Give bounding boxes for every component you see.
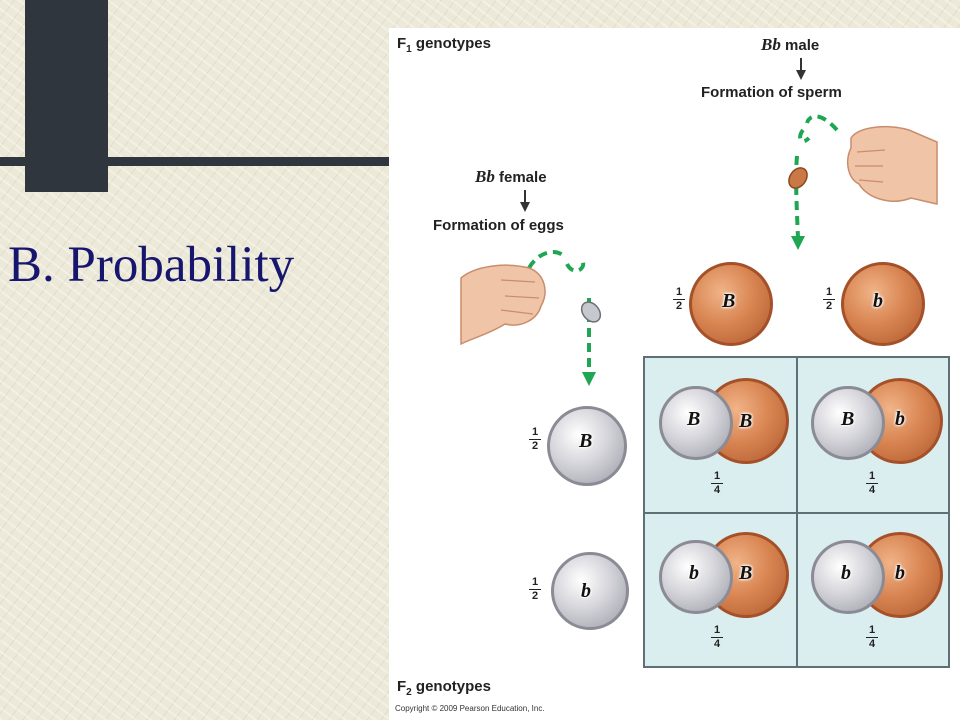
- slide-title: B. Probability: [8, 237, 295, 293]
- punnett-divider-horizontal: [645, 512, 948, 514]
- cell-egg-allele: b: [689, 562, 699, 584]
- female-hand-icon: [460, 264, 546, 346]
- female-genotype-label: Bb female: [475, 167, 547, 186]
- f1-genotypes-label: F1 genotypes: [397, 35, 491, 55]
- egg-allele-B: B: [579, 430, 593, 452]
- sperm-penny-b-icon: [841, 262, 925, 346]
- sperm-arrowhead-icon: [791, 236, 805, 250]
- male-genotype-label: Bb male: [761, 35, 820, 54]
- f2-genotypes-label: F2 genotypes: [397, 678, 491, 698]
- sperm-penny-B-icon: [689, 262, 773, 346]
- egg-dime-B-icon: [547, 406, 627, 486]
- sperm-allele-b: b: [873, 290, 883, 312]
- egg-arrowhead-icon: [582, 372, 596, 386]
- cell-sperm-allele: B: [739, 562, 753, 584]
- decorative-divider-line: [0, 157, 392, 166]
- copyright-notice: Copyright © 2009 Pearson Education, Inc.: [395, 704, 545, 713]
- female-down-arrow: [520, 190, 530, 212]
- tossed-dime-icon: [580, 301, 602, 323]
- cell-dime-icon: [811, 540, 885, 614]
- cell-sperm-allele: b: [895, 408, 905, 430]
- toss-illustration: [460, 58, 938, 386]
- cell-egg-allele: b: [841, 562, 851, 584]
- cell-dime-icon: [659, 386, 733, 460]
- cell-egg-allele: B: [841, 408, 855, 430]
- male-down-arrow: [796, 58, 806, 80]
- sperm-allele-B: B: [722, 290, 736, 312]
- egg-allele-b: b: [581, 580, 591, 602]
- male-hand-icon: [846, 125, 938, 205]
- tossed-penny-icon: [788, 167, 808, 189]
- cell-dime-icon: [811, 386, 885, 460]
- cell-egg-allele: B: [687, 408, 701, 430]
- cell-sperm-allele: B: [739, 410, 753, 432]
- sperm-toss-path-icon: [794, 114, 839, 239]
- cell-sperm-allele: b: [895, 562, 905, 584]
- punnett-figure: F1 genotypes Bb male Formation of sperm …: [389, 28, 960, 720]
- egg-formation-label: Formation of eggs: [433, 217, 564, 234]
- sperm-formation-label: Formation of sperm: [701, 84, 842, 101]
- egg-dime-b-icon: [551, 552, 629, 630]
- cell-dime-icon: [659, 540, 733, 614]
